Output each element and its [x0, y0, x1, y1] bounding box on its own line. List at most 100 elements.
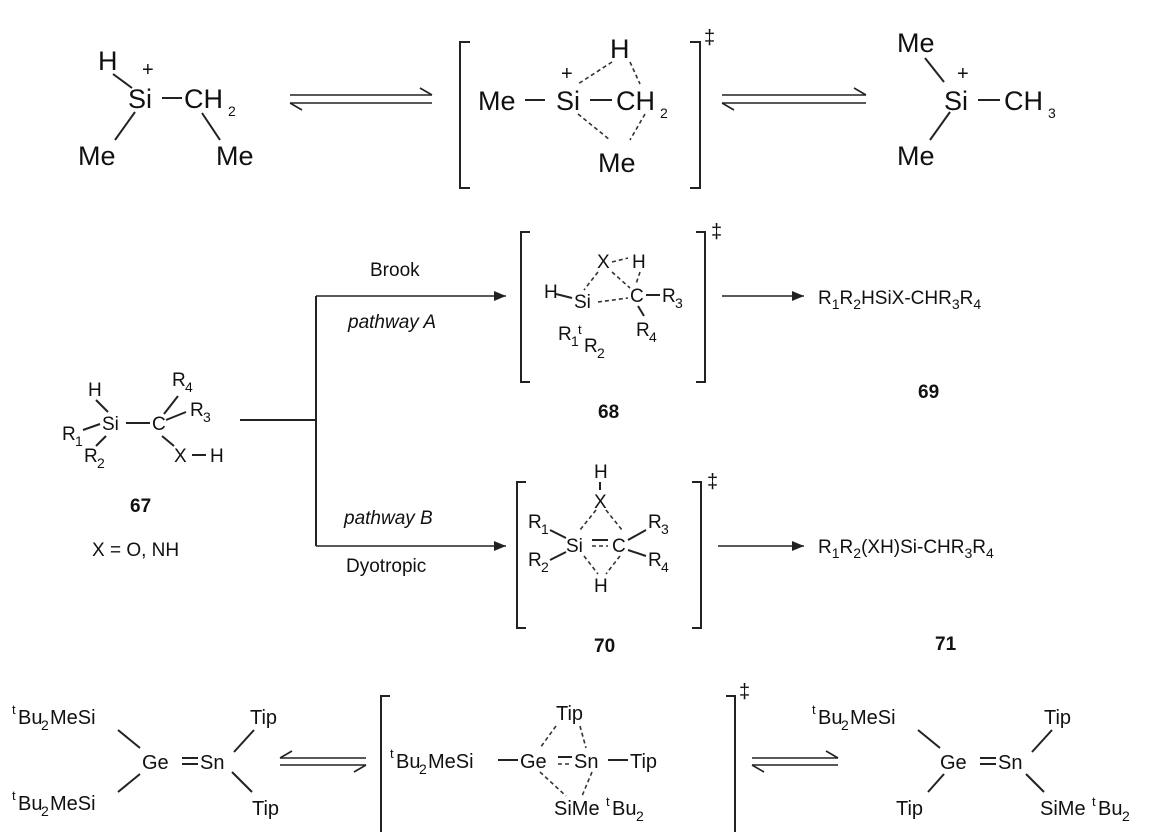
s1l-si: Si — [128, 84, 152, 114]
svg-text:2: 2 — [97, 455, 105, 471]
svg-text:2: 2 — [419, 761, 427, 777]
s3ts-tip-top: Tip — [556, 703, 583, 725]
ts68-si: Si — [574, 292, 591, 313]
s3r-sn: Sn — [998, 752, 1022, 774]
branch-lines — [240, 291, 506, 551]
svg-text:2: 2 — [41, 803, 49, 819]
scheme1-right-structure: Me + Si CH 3 Me — [897, 28, 1056, 171]
product-71-formula: R1R2(XH)Si-CHR3R4 — [818, 537, 994, 561]
s3l-silyl-top: Bu — [18, 707, 42, 729]
s3l-tip-top: Tip — [250, 707, 277, 729]
svg-text:MeSi: MeSi — [50, 707, 96, 729]
s3ts-silyl: Bu — [396, 751, 420, 773]
s3r-tip-top: Tip — [1044, 707, 1071, 729]
s3ts-tip-right: Tip — [630, 751, 657, 773]
ts68-r1: R — [558, 324, 572, 345]
s3ts-sn: Sn — [574, 751, 598, 773]
transition-state-68: ‡ X H H Si C R 3 R 4 R 1 t R 2 68 — [520, 221, 722, 423]
scheme3-left-structure: t Bu 2 MeSi Ge Sn Tip Tip t Bu 2 MeSi — [12, 702, 279, 820]
reactant-67: H R 4 R 1 Si C R 3 R 2 X H 67 X = O, NH — [62, 370, 224, 561]
r67-r2: R — [84, 446, 98, 467]
scheme1-left-structure: H + Si CH 2 Me Me — [78, 46, 254, 171]
ts68-r4: R — [636, 320, 650, 341]
path-a-label: pathway A — [347, 312, 436, 333]
ts70-r1: R — [528, 512, 542, 533]
s1r-plus: + — [957, 63, 969, 85]
svg-text:4: 4 — [649, 329, 657, 345]
svg-text:2: 2 — [841, 717, 849, 733]
svg-text:3: 3 — [675, 295, 683, 311]
svg-text:1: 1 — [75, 433, 83, 449]
scheme1-transition-state: ‡ H + Me Si CH 2 Me — [459, 27, 715, 189]
transition-state-70: ‡ H X R 1 Si C R 3 R 4 R 2 H 70 — [516, 462, 718, 657]
ts68-dagger: ‡ — [711, 221, 722, 243]
s1l-plus: + — [142, 59, 154, 81]
s1ts-right-bracket — [690, 41, 701, 189]
compound-label-70: 70 — [594, 636, 615, 657]
s3l-tip-bottom: Tip — [252, 798, 279, 820]
ts68-r2: R — [584, 336, 598, 357]
path-b-dyotropic-label: Dyotropic — [346, 556, 426, 577]
s1ts-dagger: ‡ — [704, 27, 715, 49]
ts70-x: X — [594, 492, 607, 513]
compound-label-67: 67 — [130, 496, 151, 517]
r67-h2: H — [210, 446, 224, 467]
r67-h: H — [88, 380, 102, 401]
s1ts-h: H — [610, 34, 630, 64]
s3l-ge: Ge — [142, 752, 169, 774]
s1l-me-b: Me — [216, 141, 254, 171]
svg-text:2: 2 — [541, 559, 549, 575]
s1l-h: H — [98, 46, 118, 76]
path-b-label: pathway B — [343, 508, 433, 529]
s3r-ge: Ge — [940, 752, 967, 774]
scheme3-right-structure: t Bu 2 MeSi Ge Sn Tip Tip SiMe t Bu 2 — [812, 702, 1130, 824]
ts68-h-top: H — [632, 252, 646, 273]
s1ts-plus: + — [561, 63, 573, 85]
arrow-70-71 — [718, 541, 804, 551]
s1l-me-a: Me — [78, 141, 116, 171]
s3ts-ge: Ge — [520, 751, 547, 773]
ts70-r2: R — [528, 550, 542, 571]
product-69-formula: R1R2HSiX-CHR3R4 — [818, 288, 981, 312]
ts68-h-left: H — [544, 282, 558, 303]
ts70-r3: R — [648, 512, 662, 533]
equilibrium-arrow-1 — [289, 87, 433, 111]
ts70-dagger: ‡ — [707, 471, 718, 493]
svg-text:MeSi: MeSi — [428, 751, 474, 773]
condition-text: X = O, NH — [92, 540, 179, 561]
ts70-si: Si — [566, 536, 583, 557]
svg-text:MeSi: MeSi — [850, 707, 896, 729]
svg-text:1: 1 — [571, 333, 579, 349]
equilibrium-arrow-3 — [279, 750, 367, 773]
svg-text:Bu: Bu — [612, 798, 636, 820]
compound-label-68: 68 — [598, 402, 619, 423]
s1r-ch: CH — [1004, 86, 1043, 116]
svg-text:4: 4 — [185, 379, 193, 395]
s3ts-bottom-silyl: SiMe — [554, 798, 600, 820]
svg-text:4: 4 — [661, 559, 669, 575]
s1ts-me-bottom: Me — [598, 148, 636, 178]
s3r-silyl: Bu — [818, 707, 842, 729]
scheme3-transition-state: ‡ t Bu 2 MeSi Ge Sn Tip Tip SiMe t Bu 2 — [380, 681, 750, 832]
s1ts-me: Me — [478, 86, 516, 116]
svg-text:t: t — [1092, 794, 1096, 809]
svg-text:2: 2 — [41, 717, 49, 733]
s3r-bottom-silyl: SiMe — [1040, 798, 1086, 820]
ts70-h-bottom: H — [594, 576, 608, 597]
svg-text:t: t — [578, 322, 582, 337]
svg-text:t: t — [12, 788, 16, 803]
svg-text:2: 2 — [636, 808, 644, 824]
svg-text:2: 2 — [597, 345, 605, 361]
svg-text:3: 3 — [203, 409, 211, 425]
svg-text:MeSi: MeSi — [50, 793, 96, 815]
svg-text:t: t — [390, 746, 394, 761]
s3ts-dagger: ‡ — [739, 681, 750, 703]
s1r-me-top: Me — [897, 28, 935, 58]
equilibrium-arrow-4 — [751, 750, 839, 773]
svg-text:t: t — [606, 794, 610, 809]
ts70-c: C — [612, 536, 626, 557]
s1r-ch-sub: 3 — [1048, 105, 1056, 121]
path-a-brook-label: Brook — [370, 260, 420, 281]
